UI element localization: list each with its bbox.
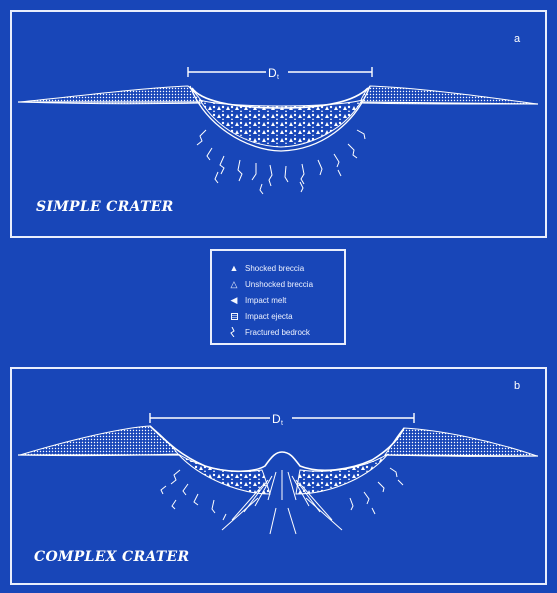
filled-triangle-icon: ▲ — [227, 263, 241, 273]
legend-label: Impact melt — [245, 296, 286, 305]
simple-crater-title: SIMPLE CRATER — [36, 199, 174, 215]
legend-item-fractured-bedrock: Fractured bedrock — [227, 324, 344, 340]
legend-item-impact-melt: ◀ Impact melt — [227, 292, 344, 308]
fracture-icon — [227, 327, 241, 337]
outline-triangle-icon: △ — [227, 279, 241, 290]
complex-crater-title: COMPLEX CRATER — [34, 549, 189, 565]
legend-item-shocked-breccia: ▲ Shocked breccia — [227, 260, 344, 276]
legend-item-impact-ejecta: Impact ejecta — [227, 308, 344, 324]
legend-label: Shocked breccia — [245, 264, 304, 273]
legend-label: Unshocked breccia — [245, 280, 313, 289]
legend-label: Impact ejecta — [245, 312, 293, 321]
legend-box: ▲ Shocked breccia △ Unshocked breccia ◀ … — [210, 249, 346, 345]
dotted-box-icon — [227, 313, 241, 320]
legend-label: Fractured bedrock — [245, 328, 310, 337]
melt-blob-icon: ◀ — [227, 295, 241, 306]
legend-item-unshocked-breccia: △ Unshocked breccia — [227, 276, 344, 292]
panel-letter-b: b — [514, 380, 520, 392]
panel-letter-a: a — [514, 33, 520, 45]
